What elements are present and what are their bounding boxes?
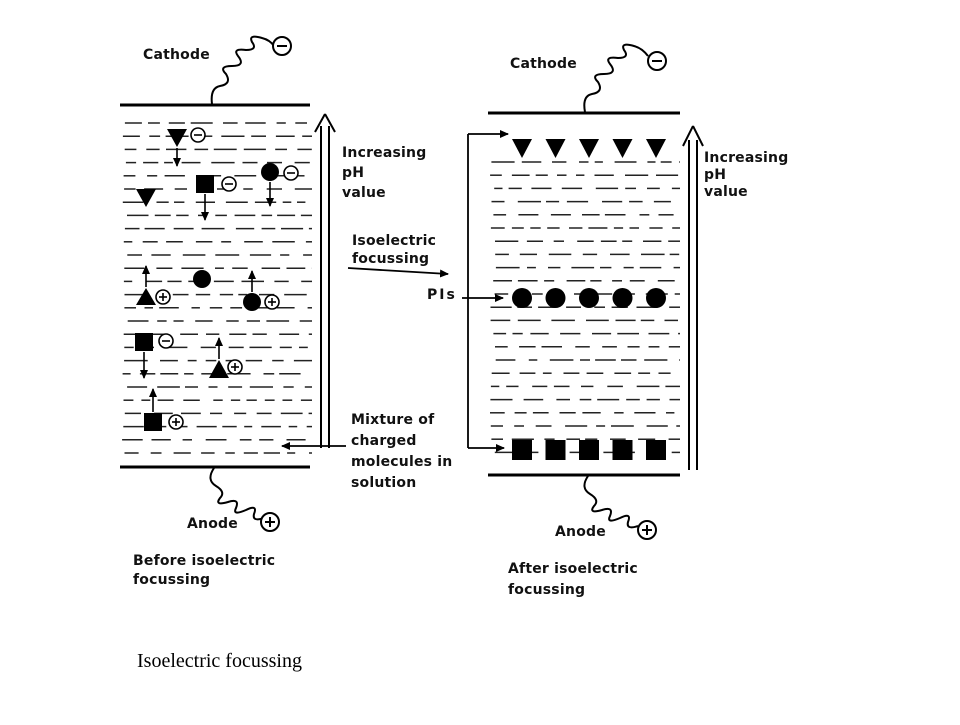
pis-label: PIs (427, 287, 457, 303)
after-triangle-band (512, 139, 666, 158)
triangle-molecule-icon (512, 139, 532, 158)
triangle-molecule-icon (545, 139, 566, 158)
after-square-band (512, 440, 666, 460)
circle-molecule-icon (545, 288, 566, 308)
mixture-label: Mixture of charged molecules in solution (351, 412, 453, 491)
circle-molecule-icon (512, 288, 532, 308)
triangle-molecule-icon (209, 360, 229, 378)
before-cathode-wire-icon (210, 35, 275, 105)
square-molecule-icon (646, 440, 666, 460)
circle-molecule-icon (243, 293, 261, 311)
after-cathode-wire-icon (583, 43, 649, 113)
before-anode-label: Anode (187, 516, 238, 532)
after-ph-arrow (682, 125, 704, 470)
triangle-molecule-icon (167, 129, 187, 147)
circle-molecule-icon (579, 288, 599, 308)
square-molecule-icon (196, 175, 214, 193)
after-circle-band (512, 288, 666, 308)
before-anode-wire-icon (209, 467, 265, 521)
circle-molecule-icon (193, 270, 211, 288)
before-cathode-label: Cathode (143, 47, 210, 63)
square-molecule-icon (135, 333, 153, 351)
figure-caption: Isoelectric focussing (137, 650, 302, 672)
square-molecule-icon (512, 440, 532, 460)
before-molecules (135, 127, 299, 431)
after-cathode-label: Cathode (510, 56, 577, 72)
process-label: Isoelectric focussing (352, 233, 437, 267)
square-molecule-icon (579, 440, 599, 460)
after-anode-label: Anode (555, 524, 606, 540)
after-anode-wire-icon (583, 475, 639, 529)
square-molecule-icon (612, 440, 633, 460)
square-molecule-icon (545, 440, 566, 460)
circle-molecule-icon (646, 288, 666, 308)
before-title: Before isoelectric focussing (133, 553, 276, 588)
before-ph-label: Increasing pH value (342, 145, 427, 201)
before-ph-arrow (314, 113, 336, 448)
circle-molecule-icon (261, 163, 279, 181)
after-ph-label: Increasing pH value (704, 150, 789, 200)
triangle-molecule-icon (136, 288, 156, 305)
triangle-molecule-icon (579, 139, 599, 158)
triangle-molecule-icon (646, 139, 666, 158)
after-title: After isoelectric focussing (508, 561, 638, 598)
triangle-molecule-icon (612, 139, 633, 158)
process-arrow (347, 267, 449, 278)
triangle-molecule-icon (136, 189, 156, 207)
circle-molecule-icon (612, 288, 633, 308)
square-molecule-icon (144, 413, 162, 431)
pis-bracket (462, 130, 509, 452)
